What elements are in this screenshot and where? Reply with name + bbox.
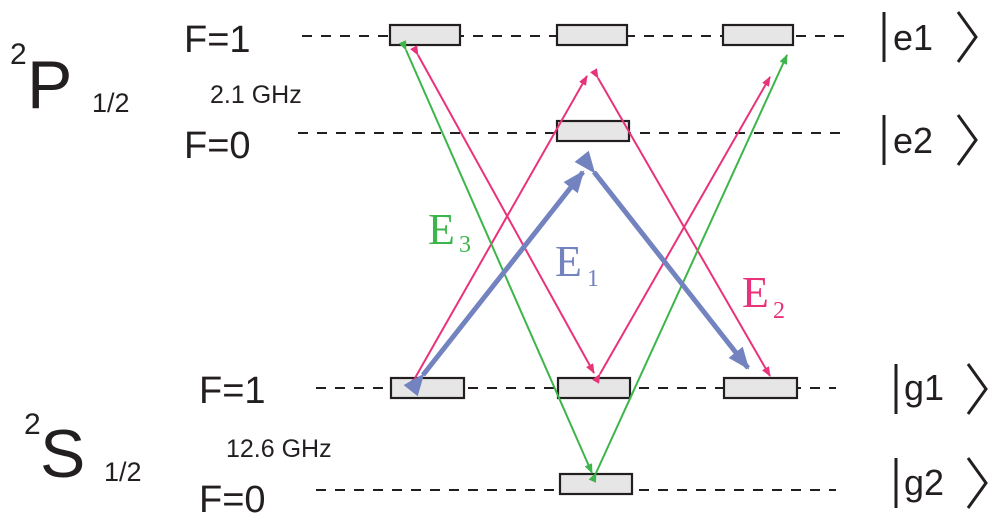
e1-sublevel-right <box>721 23 795 47</box>
e1-label-letter: E <box>555 237 582 286</box>
s-term-letter: S <box>40 416 85 492</box>
e1-sublevel-center <box>555 23 629 47</box>
p-term-subscript: 1/2 <box>92 88 130 118</box>
s-splitting-label: 12.6 GHz <box>226 435 332 463</box>
ket-g1: g1 <box>894 363 988 415</box>
s-term-symbol: 2 S 1/2 <box>24 408 142 492</box>
g2-sublevel <box>558 472 634 496</box>
s-term-subscript: 1/2 <box>104 457 142 487</box>
e3-label-subscript: 3 <box>459 232 471 258</box>
e1-sublevel-left <box>388 23 462 47</box>
e1-field-label: E 1 <box>555 237 599 292</box>
ket-g2-text: g2 <box>904 462 944 503</box>
e3-label-letter: E <box>428 205 455 254</box>
p-term-superscript: 2 <box>10 38 27 71</box>
e2-sublevel <box>555 119 631 143</box>
p-term-symbol: 2 P 1/2 <box>10 38 130 123</box>
ket-e2: e2 <box>882 114 978 166</box>
p-term-letter: P <box>27 47 72 123</box>
g1-f-label: F=1 <box>199 370 266 412</box>
e2-label-subscript: 2 <box>773 298 785 324</box>
s-term-superscript: 2 <box>24 408 41 441</box>
e1-label-subscript: 1 <box>587 266 599 292</box>
ket-e2-text: e2 <box>893 120 933 161</box>
e1-arrow-right <box>574 150 750 370</box>
e1-f-label: F=1 <box>184 19 251 61</box>
g1-sublevel-center <box>556 376 632 400</box>
ket-g1-text: g1 <box>904 367 944 408</box>
e1-arrow-left <box>403 170 585 397</box>
ket-e1: e1 <box>882 11 978 63</box>
g2-f-label: F=0 <box>199 479 266 521</box>
g1-sublevel-left <box>389 376 466 400</box>
ket-e1-text: e1 <box>893 17 933 58</box>
e3-arrow-right <box>588 54 788 483</box>
p-splitting-label: 2.1 GHz <box>210 81 302 109</box>
g1-sublevel-right <box>722 376 799 400</box>
e3-field-label: E 3 <box>428 205 471 258</box>
e2-f-label: F=0 <box>184 125 251 167</box>
ket-g2: g2 <box>894 457 988 509</box>
e2-label-letter: E <box>742 268 769 317</box>
e2-field-label: E 2 <box>742 268 785 324</box>
